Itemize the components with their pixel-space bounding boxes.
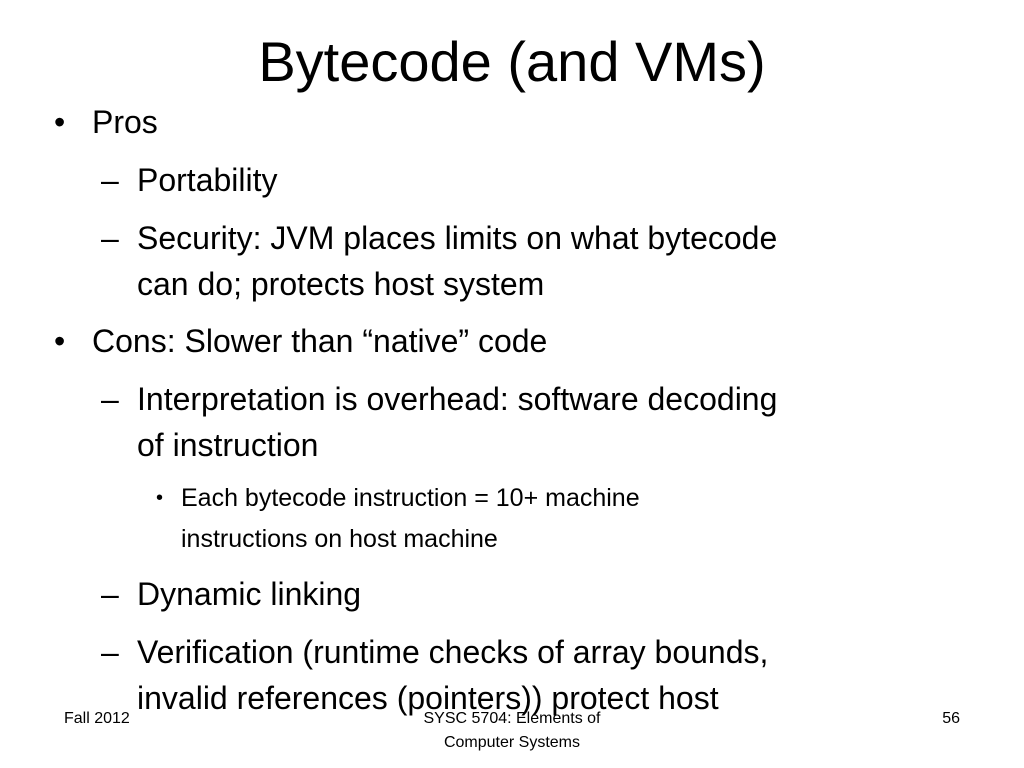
slide-title: Bytecode (and VMs) <box>258 30 766 93</box>
subbullet-text-line1: Verification (runtime checks of array bo… <box>137 634 769 670</box>
footer-course: SYSC 5704: Elements of Computer Systems <box>362 707 662 755</box>
subsubbullet-text-line2: instructions on host machine <box>181 525 498 553</box>
subbullet-text-line1: Security: JVM places limits on what byte… <box>137 220 778 256</box>
dash-marker: – <box>101 634 119 670</box>
bullet-marker: • <box>54 104 66 140</box>
footer-date: Fall 2012 <box>64 710 130 727</box>
subbullet-text-line1: Interpretation is overhead: software dec… <box>137 381 778 417</box>
dash-marker: – <box>101 220 119 256</box>
page-number: 56 <box>942 710 960 727</box>
dash-marker: – <box>101 162 119 198</box>
subsubbullet-text-line1: Each bytecode instruction = 10+ machine <box>181 484 640 512</box>
bullet-marker: • <box>156 487 164 509</box>
subbullet-text-line2: of instruction <box>137 427 319 463</box>
bullet-marker: • <box>54 323 66 359</box>
footer-course-line1: SYSC 5704: Elements of <box>423 710 601 727</box>
subbullet-text-line2: can do; protects host system <box>137 266 545 302</box>
bullet-text: Cons: Slower than “native” code <box>92 323 548 359</box>
subbullet-text-line2: invalid references (pointers)) protect h… <box>137 680 719 716</box>
subbullet-text: Dynamic linking <box>137 576 362 612</box>
subbullet-text: Portability <box>137 162 278 198</box>
dash-marker: – <box>101 576 119 612</box>
dash-marker: – <box>101 381 119 417</box>
bullet-text: Pros <box>92 104 158 140</box>
footer-course-line2: Computer Systems <box>443 734 581 751</box>
